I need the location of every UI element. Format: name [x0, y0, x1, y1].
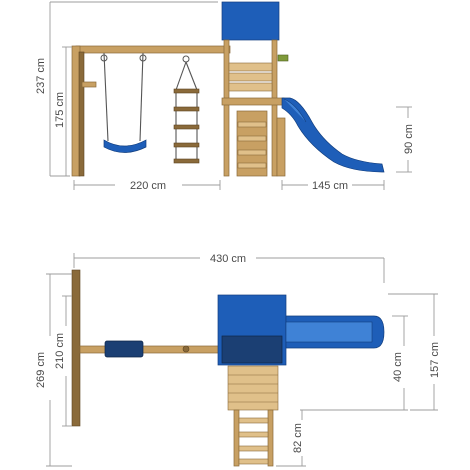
- top-dim-swing-width-label: 210 cm: [54, 333, 66, 369]
- front-ladder-hook: [182, 55, 190, 63]
- front-tower-step-1: [237, 121, 267, 128]
- front-ladder-rope-top-left: [175, 61, 187, 91]
- top-swing-seat: [104, 340, 144, 358]
- front-tower: [221, 1, 289, 177]
- front-tower-post-right: [271, 39, 278, 177]
- front-dim-slide-height: 90 cm: [396, 106, 415, 173]
- top-dim-ladder-length-label: 82 cm: [292, 423, 304, 453]
- front-ladder-rung-4: [173, 142, 200, 148]
- top-dim-total-length: 430 cm: [73, 253, 385, 283]
- top-slide-bed: [285, 321, 373, 343]
- top-ladder: [233, 409, 274, 467]
- front-tower-step-4: [237, 162, 267, 169]
- front-swing-frame: [71, 45, 231, 177]
- front-swing-beam: [75, 45, 231, 54]
- front-tower-board-2: [228, 72, 273, 82]
- top-dim-slide-width-label: 40 cm: [392, 352, 404, 382]
- front-swing-rope-right: [139, 52, 144, 142]
- front-ladder-rung-2: [173, 106, 200, 112]
- front-view: 237 cm 175 cm 220 cm 145 cm: [35, 1, 415, 192]
- front-ladder-rope-top-right: [185, 61, 198, 91]
- top-dim-total-length-label: 430 cm: [210, 253, 246, 265]
- front-belt-swing: [100, 52, 147, 153]
- top-ladder-hook: [182, 345, 190, 353]
- front-swing-left-post-back: [78, 51, 85, 177]
- front-dim-slide-length: 145 cm: [281, 180, 385, 192]
- top-tower-roof-edge: [221, 335, 283, 364]
- top-dim-total-width-label: 269 cm: [35, 352, 47, 388]
- top-dim-tower-depth-label: 157 cm: [429, 342, 441, 378]
- front-dim-beam-height: 175 cm: [54, 46, 72, 176]
- front-tower-roof: [221, 1, 280, 41]
- front-ladder-rung-5: [173, 158, 200, 164]
- top-ladder-rail-right: [267, 409, 274, 467]
- front-swing-seat: [103, 139, 147, 153]
- front-dim-swing-length-label: 220 cm: [130, 180, 166, 192]
- front-swing-hook-right: [139, 54, 147, 62]
- front-tower-side-post: [276, 117, 286, 177]
- front-ladder-rung-3: [173, 124, 200, 130]
- front-slide-chute: [281, 97, 385, 173]
- front-slide-highlight: [283, 98, 307, 123]
- front-telescope: [277, 54, 289, 62]
- top-dim-slide-width: 40 cm: [300, 315, 408, 411]
- top-ladder-step-1: [238, 417, 269, 424]
- front-dim-height-total: 237 cm: [35, 1, 218, 177]
- front-tower-board-1: [228, 62, 273, 72]
- top-ladder-step-4: [238, 458, 269, 465]
- front-ladder-rung-1: [173, 88, 200, 94]
- top-ladder-step-3: [238, 445, 269, 452]
- front-tower-post-left: [223, 39, 230, 177]
- front-dim-slide-length-label: 145 cm: [312, 180, 348, 192]
- top-swing-frame: [71, 269, 221, 427]
- front-dim-beam-height-label: 175 cm: [54, 92, 66, 128]
- front-slide: [281, 97, 385, 173]
- front-swing-hook-left: [100, 54, 108, 62]
- front-tower-step-2: [237, 135, 267, 142]
- front-tower-board-3: [228, 82, 273, 92]
- front-dim-slide-height-label: 90 cm: [403, 124, 415, 154]
- front-rope-ladder: [173, 55, 200, 164]
- top-tower: [217, 294, 287, 411]
- top-dim-tower-depth: 157 cm: [388, 293, 441, 411]
- front-dim-height-total-label: 237 cm: [35, 58, 47, 94]
- top-tower-deck: [227, 365, 279, 411]
- front-dim-swing-length: 220 cm: [73, 180, 221, 192]
- top-ladder-rail-left: [233, 409, 240, 467]
- top-dim-total-width: 269 cm: [35, 273, 72, 467]
- front-tower-step-3: [237, 149, 267, 156]
- top-view: 430 cm 269 cm 210 cm 40: [35, 253, 441, 467]
- top-ladder-step-2: [238, 431, 269, 438]
- top-slide: [285, 315, 385, 349]
- top-dim-swing-width: 210 cm: [54, 295, 72, 427]
- front-swing-brace: [81, 81, 97, 88]
- top-dim-ladder-length: 82 cm: [276, 410, 306, 467]
- top-swing-beam: [79, 345, 221, 354]
- front-swing-rope-left: [103, 52, 109, 142]
- top-swing-a-frame: [71, 269, 81, 427]
- front-tower-platform: [221, 97, 285, 106]
